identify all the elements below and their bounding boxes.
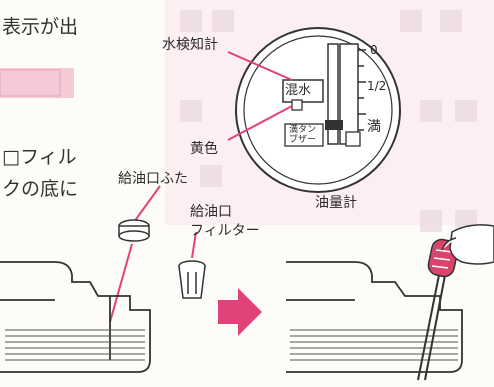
filter-label-line-2: フィルター — [190, 223, 260, 239]
scale-full-label: 満 — [367, 119, 381, 135]
body-text-line-1: 表示が出 — [2, 16, 79, 38]
water-detector-label: 水検知計 — [162, 37, 218, 53]
hand-drawing — [441, 224, 494, 265]
scale-half-label: 1/2 — [367, 79, 387, 93]
scale-zero-label: 0 — [370, 43, 378, 57]
oil-pump-drawing — [417, 238, 459, 381]
filter-label-line-1: 給油口 — [190, 204, 232, 220]
fuel-gauge-label: 油量計 — [315, 195, 357, 211]
yellow-label: 黄色 — [190, 141, 218, 157]
full-buzzer-text-line-1: 満タン — [289, 125, 317, 135]
fuel-gauge-illustration — [235, 27, 401, 193]
next-step-arrow — [218, 288, 262, 336]
fuel-filter-drawing — [178, 260, 206, 299]
fuel-cap-label: 給油口ふた — [118, 171, 188, 187]
tank-before — [0, 261, 151, 373]
body-text-line-2: □フィル — [2, 146, 77, 168]
body-text-line-3: クの底に — [2, 178, 79, 200]
fuel-cap-drawing — [118, 219, 150, 242]
tank-after — [286, 261, 463, 373]
full-buzzer-text-line-2: ブザー — [289, 135, 317, 145]
oil-hatching-left — [5, 329, 145, 361]
pink-highlight-box — [0, 68, 74, 98]
mixed-water-window-text: 混水 — [285, 83, 312, 98]
